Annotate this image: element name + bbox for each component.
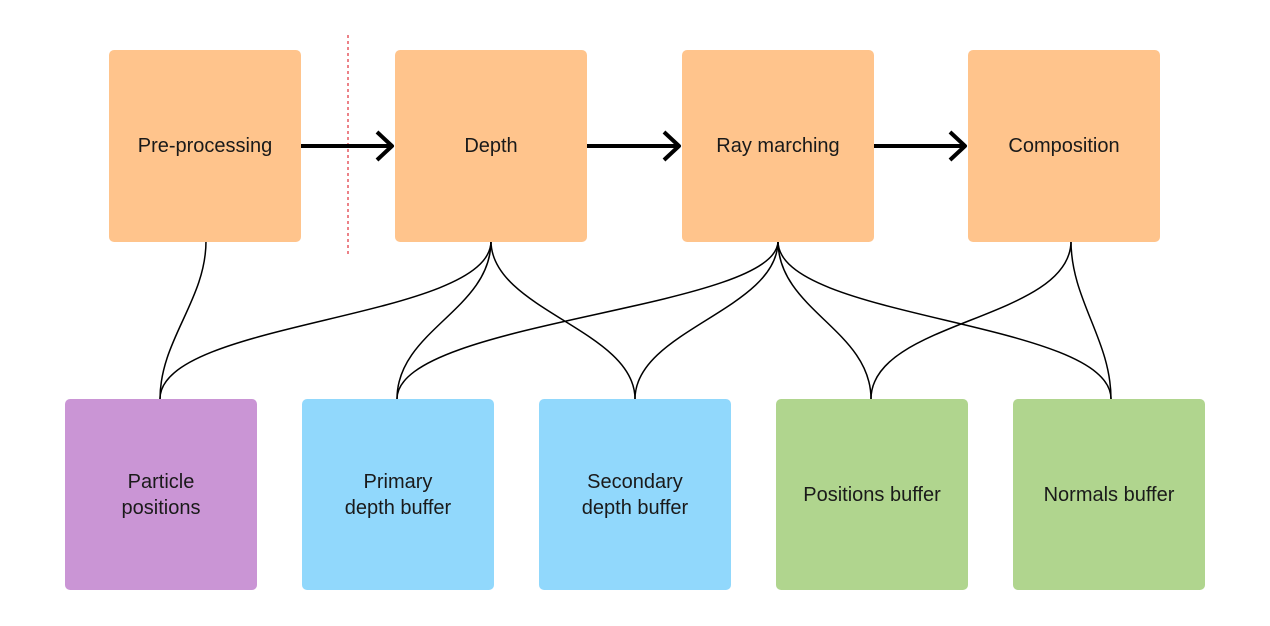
resource-positions-buffer: Positions buffer: [776, 399, 968, 590]
resource-primary-depth-buffer: Primary depth buffer: [302, 399, 494, 590]
stage-depth: Depth: [395, 50, 587, 242]
stage-preprocessing: Pre-processing: [109, 50, 301, 242]
link-depth-primary-depth-buffer: [396, 240, 492, 400]
link-composition-positions-buffer: [870, 240, 1072, 400]
resource-label: Positions buffer: [803, 483, 941, 506]
stage-label: Pre-processing: [137, 135, 273, 157]
link-raymarching-primary-depth-buffer: [396, 240, 779, 400]
link-composition-normals-buffer: [1070, 240, 1112, 400]
resource-particle-positions: Particle positions: [65, 399, 257, 590]
resource-normals-buffer: Normals buffer: [1013, 399, 1205, 590]
link-depth-particle-positions: [159, 240, 492, 400]
stage-label: Ray marching: [716, 135, 840, 157]
stage-label: Composition: [1008, 135, 1120, 157]
dependency-curves: [159, 240, 1112, 400]
resource-label: Secondary depth buffer: [581, 470, 689, 519]
resource-label: Particle positions: [121, 470, 201, 519]
stage-label: Depth: [464, 135, 518, 157]
resource-label: Normals buffer: [1043, 483, 1175, 506]
link-depth-secondary-depth-buffer: [490, 240, 636, 400]
flow-arrow-raymarching-to-composition: [874, 130, 967, 162]
flow-arrow-preprocessing-to-depth: [301, 130, 394, 162]
resource-secondary-depth-buffer: Secondary depth buffer: [539, 399, 731, 590]
stage-ray-marching: Ray marching: [682, 50, 874, 242]
flow-arrow-depth-to-raymarching: [587, 130, 681, 162]
link-preprocessing-particle-positions: [159, 240, 207, 400]
link-raymarching-normals-buffer: [777, 240, 1112, 400]
resource-label: Primary depth buffer: [344, 470, 452, 519]
link-raymarching-secondary-depth-buffer: [634, 240, 779, 400]
stage-composition: Composition: [968, 50, 1160, 242]
link-raymarching-positions-buffer: [777, 240, 872, 400]
